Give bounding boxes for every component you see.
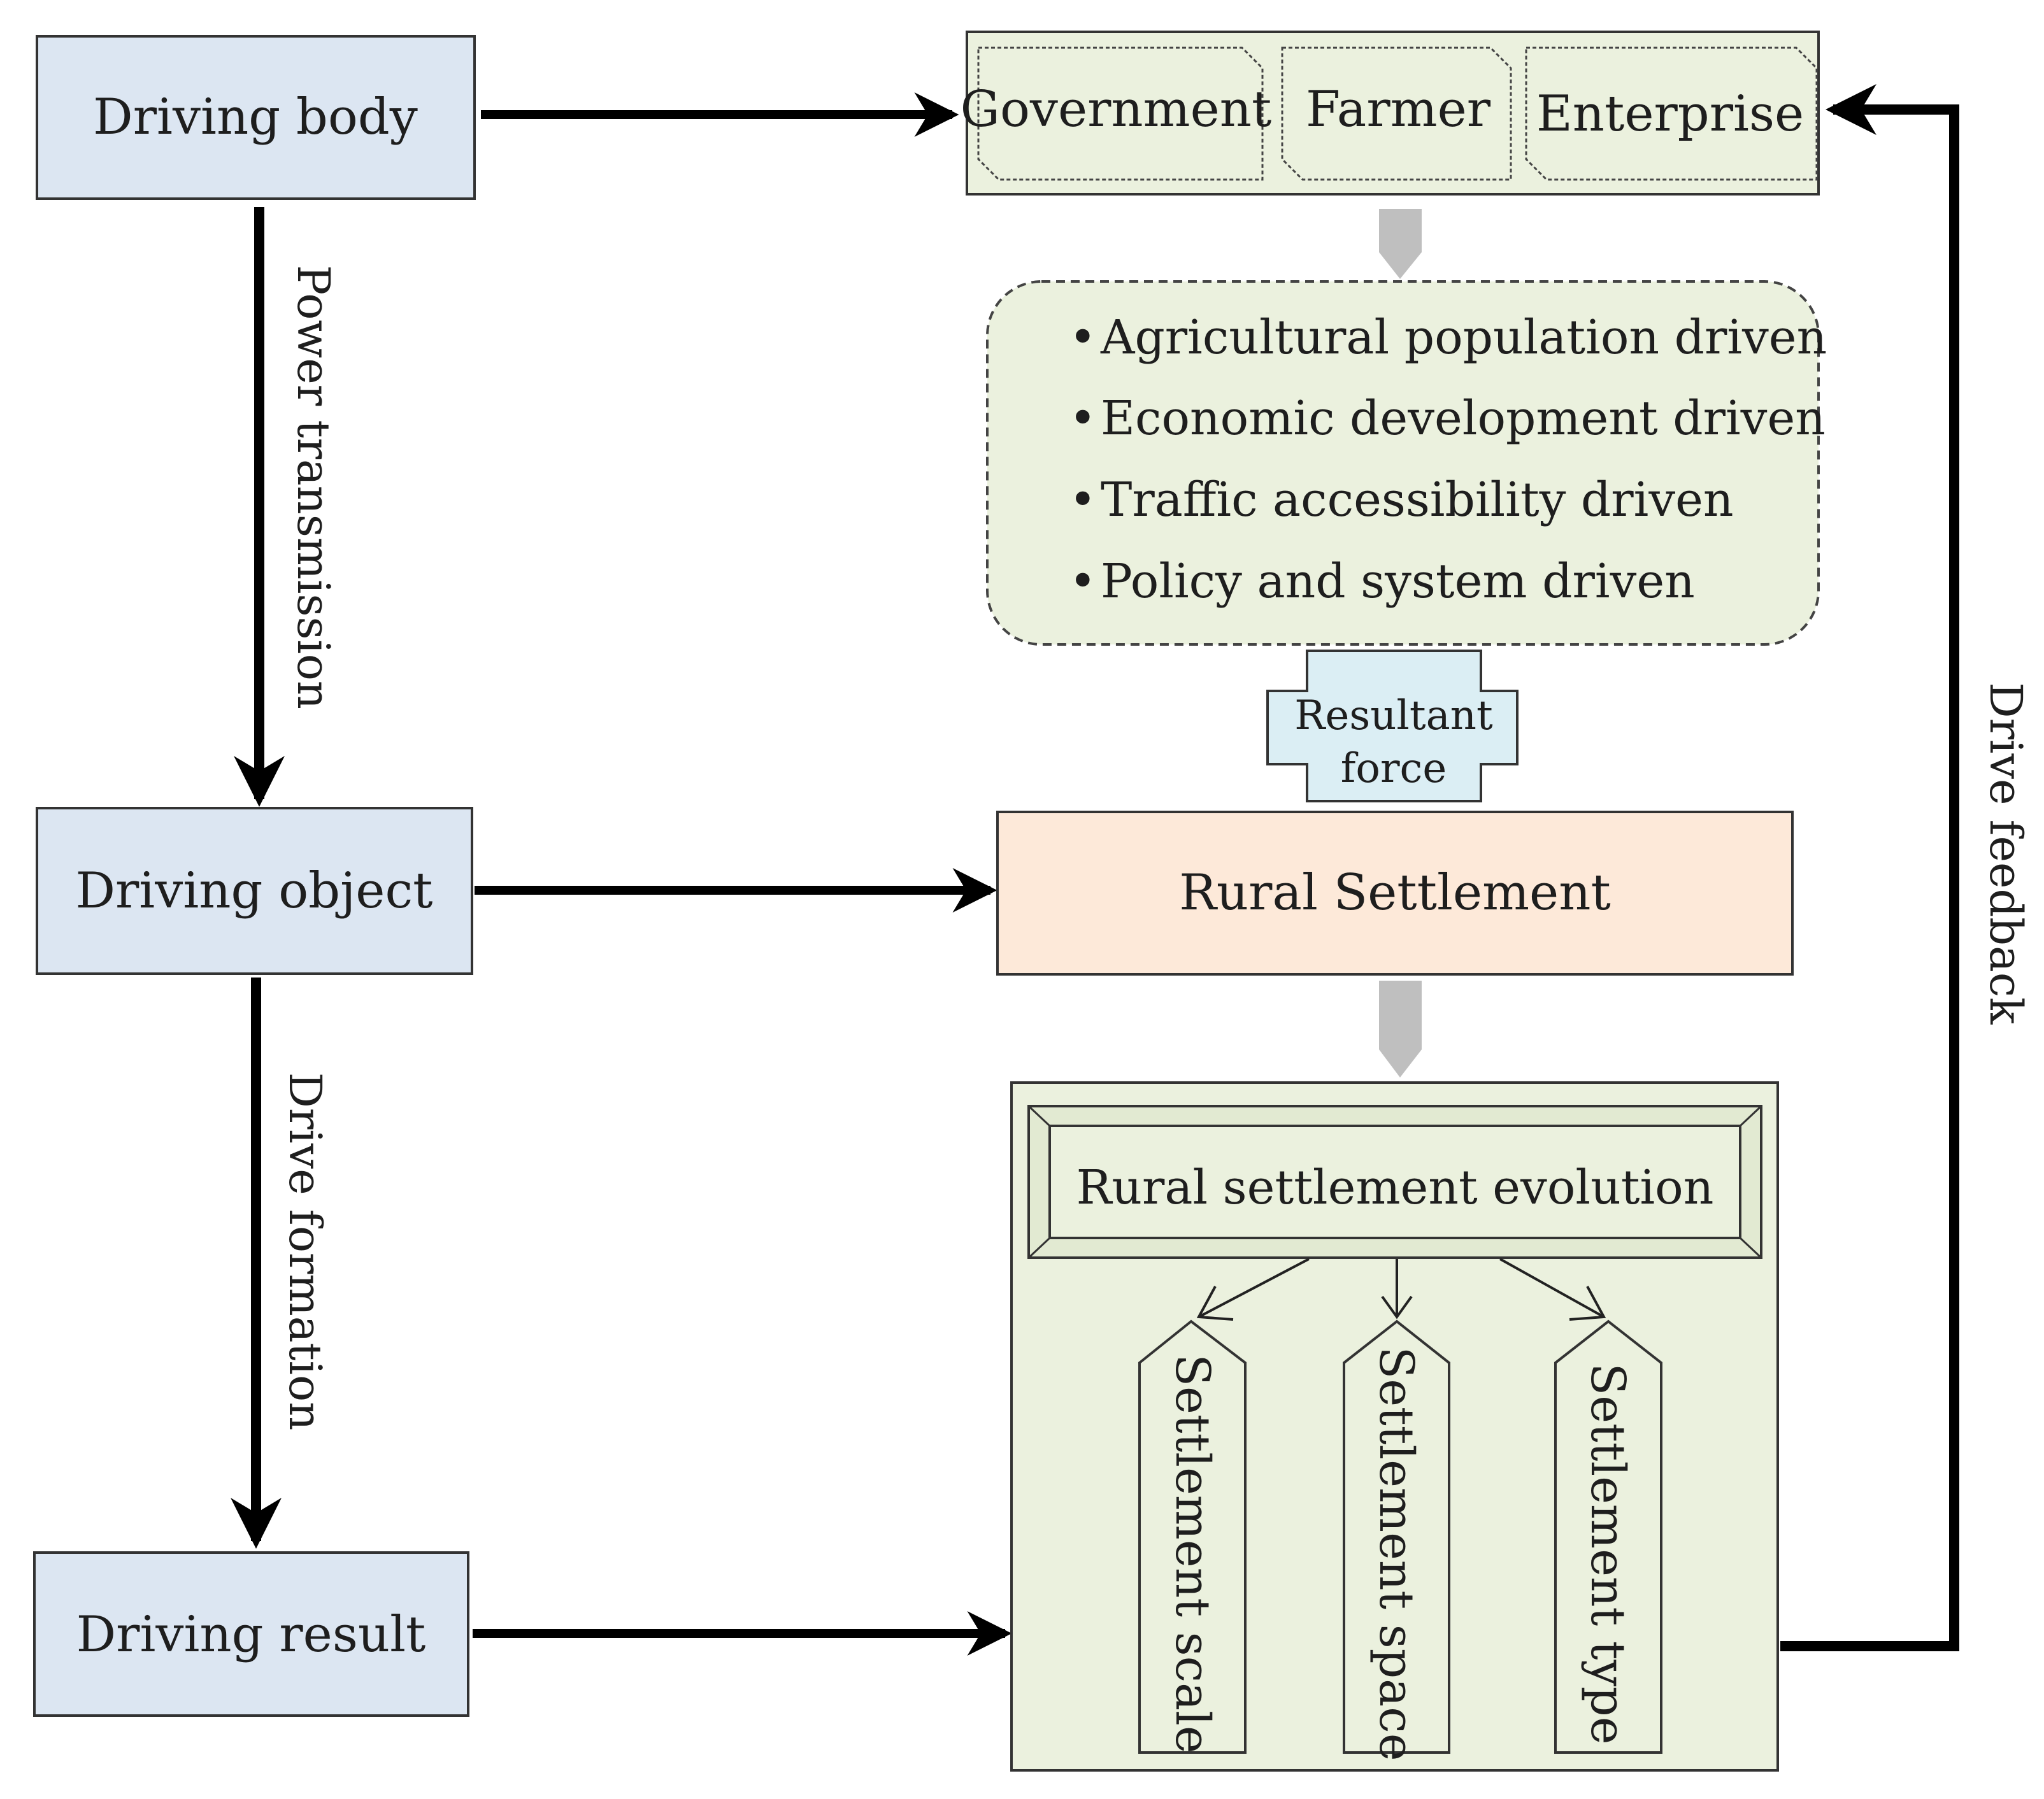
outcome-settlement-type-label: Settlement type bbox=[1580, 1363, 1635, 1744]
drive-formation-label: Drive formation bbox=[279, 1072, 331, 1431]
drive-feedback-arrow bbox=[1780, 84, 1959, 1651]
outcome-settlement-space: Settlement space bbox=[1343, 1319, 1450, 1761]
factor-item: •Policy and system driven bbox=[1069, 554, 1695, 609]
rural-settlement-box: Rural Settlement bbox=[996, 811, 1794, 976]
factor-item: •Traffic accessibility driven bbox=[1069, 473, 1734, 527]
gray-arrow-settlement-to-evolution bbox=[1379, 981, 1422, 1077]
stage-box-driving-object: Driving object bbox=[36, 807, 473, 975]
drive-feedback-label: Drive feedback bbox=[1980, 683, 2032, 1025]
outcome-settlement-scale-label: Settlement scale bbox=[1165, 1354, 1220, 1753]
factor-item: •Agricultural population driven bbox=[1069, 310, 1827, 365]
outcome-settlement-space-label: Settlement space bbox=[1369, 1346, 1424, 1761]
factor-policy-system: Policy and system driven bbox=[1101, 554, 1695, 609]
stage-label-driving-body: Driving body bbox=[93, 89, 418, 146]
actor-farmer: Farmer bbox=[1281, 46, 1512, 181]
evolution-title: Rural settlement evolution bbox=[1076, 1160, 1714, 1215]
evolution-title-frame: Rural settlement evolution bbox=[1027, 1105, 1762, 1259]
resultant-force-label-line2: force bbox=[1341, 745, 1447, 792]
factor-economic-development: Economic development driven bbox=[1101, 391, 1826, 446]
evolution-branch-arrows bbox=[1196, 1258, 1606, 1321]
factors-panel: •Agricultural population driven •Economi… bbox=[986, 280, 1827, 646]
rural-settlement-label: Rural Settlement bbox=[1179, 864, 1611, 921]
actor-enterprise-label: Enterprise bbox=[1536, 85, 1804, 143]
stage-box-driving-body: Driving body bbox=[36, 35, 476, 200]
factor-item: •Economic development driven bbox=[1069, 391, 1826, 446]
actors-panel: Government Farmer Enterprise bbox=[961, 31, 1820, 196]
evolution-panel: Rural settlement evolution Settlement sc… bbox=[1010, 1081, 1779, 1772]
outcome-settlement-type: Settlement type bbox=[1554, 1319, 1662, 1754]
factor-agricultural-population: Agricultural population driven bbox=[1100, 310, 1827, 365]
factor-traffic-accessibility: Traffic accessibility driven bbox=[1101, 473, 1734, 527]
gray-arrow-actors-to-factors bbox=[1379, 209, 1422, 279]
actor-government-label: Government bbox=[961, 81, 1272, 138]
outcome-settlement-scale: Settlement scale bbox=[1138, 1319, 1247, 1754]
stage-label-driving-object: Driving object bbox=[75, 862, 432, 920]
stage-box-driving-result: Driving result bbox=[33, 1551, 469, 1717]
resultant-force-box: Resultant force bbox=[1266, 650, 1519, 802]
actor-enterprise: Enterprise bbox=[1525, 46, 1818, 181]
resultant-force-label-line1: Resultant bbox=[1294, 692, 1493, 739]
actor-government: Government bbox=[961, 46, 1272, 181]
stage-label-driving-result: Driving result bbox=[76, 1606, 426, 1663]
power-transmission-label: Power transmission bbox=[287, 265, 339, 709]
actor-farmer-label: Farmer bbox=[1306, 81, 1491, 138]
